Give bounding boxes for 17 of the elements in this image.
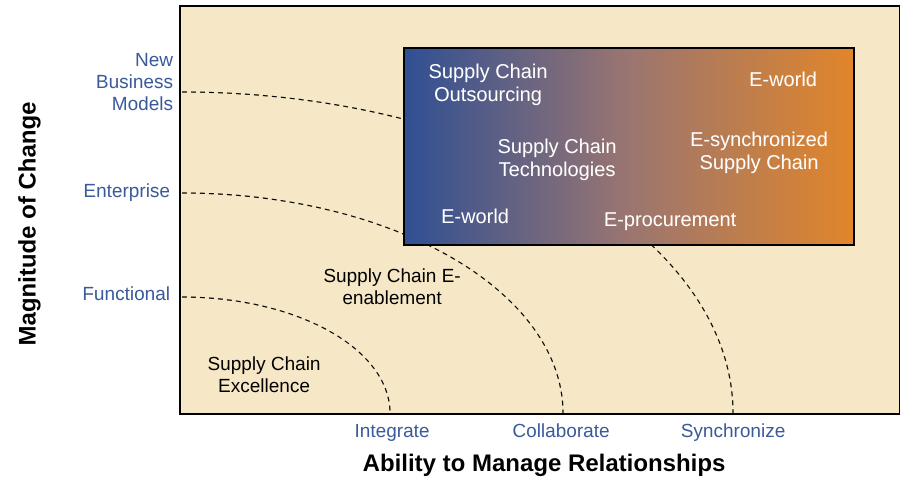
axis-tick-label: Collaborate [511,421,611,443]
gradient-panel [403,47,855,246]
region-label: Supply Chain Excellence [206,354,322,398]
region-label: Supply Chain Technologies [496,136,618,182]
region-label: E-synchronized Supply Chain [689,129,829,175]
region-label: Supply Chain Outsourcing [428,61,548,107]
axis-title: Ability to Manage Relationships [362,452,726,475]
axis-tick-label: Synchronize [680,421,786,443]
region-label: E-world [440,206,510,229]
region-label: Supply Chain E-enablement [322,266,462,310]
region-label: E-world [748,69,818,92]
axis-tick-label: Integrate [354,421,430,443]
axis-tick-label: New Business Models [94,50,173,116]
axis-tick-label: Functional [81,284,170,306]
axis-title: Magnitude of Change [16,100,40,348]
region-label: E-procurement [602,209,738,232]
axis-tick-label: Enterprise [82,181,170,203]
